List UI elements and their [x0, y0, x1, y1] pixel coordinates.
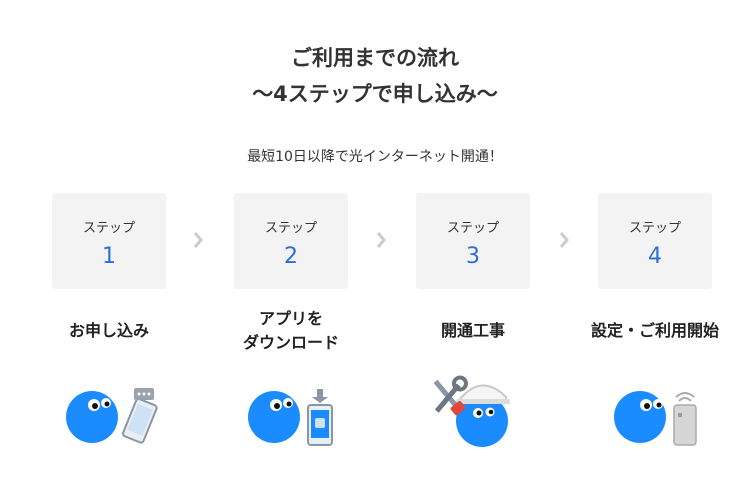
- step-card: ステップ 2: [234, 193, 348, 289]
- step-number: 3: [466, 244, 480, 269]
- step-name-line1: アプリを: [258, 309, 323, 328]
- step-3: ステップ 3 開通工事: [416, 193, 530, 447]
- page-title: ご利用までの流れ: [291, 46, 459, 70]
- page-subtitle-steps: 〜4ステップで申し込み〜: [252, 82, 498, 106]
- step-number: 4: [648, 244, 662, 269]
- chevron-right-icon: [559, 232, 569, 248]
- lead-text: 最短10日以降で光インターネット開通！: [247, 149, 503, 165]
- step-1: ステップ 1 お申し込み: [52, 193, 166, 444]
- person-downloading-app-icon: [248, 389, 333, 446]
- step-name-line2: ダウンロード: [242, 333, 339, 352]
- step-name: お申し込み: [68, 321, 149, 340]
- chevron-right-icon: [376, 232, 386, 248]
- step-name: 開通工事: [440, 321, 505, 340]
- step-card: ステップ 3: [416, 193, 530, 289]
- step-card: ステップ 1: [52, 193, 166, 289]
- chevron-right-icon: [193, 232, 203, 248]
- step-label: ステップ: [264, 221, 317, 236]
- step-number: 1: [102, 244, 116, 269]
- step-label: ステップ: [446, 221, 499, 236]
- person-with-helmet-and-tools-icon: [433, 375, 510, 447]
- step-card: ステップ 4: [598, 193, 712, 289]
- step-label: ステップ: [628, 221, 681, 236]
- step-label: ステップ: [82, 221, 135, 236]
- step-2: ステップ 2 アプリを ダウンロード: [234, 193, 348, 446]
- step-name: 設定・ご利用開始: [590, 321, 719, 340]
- step-number: 2: [284, 244, 298, 269]
- step-name: アプリを ダウンロード: [214, 307, 368, 355]
- person-with-smartphone-icon: [66, 388, 158, 444]
- person-with-router-icon: [614, 391, 697, 446]
- step-4: ステップ 4 設定・ご利用開始: [591, 193, 719, 446]
